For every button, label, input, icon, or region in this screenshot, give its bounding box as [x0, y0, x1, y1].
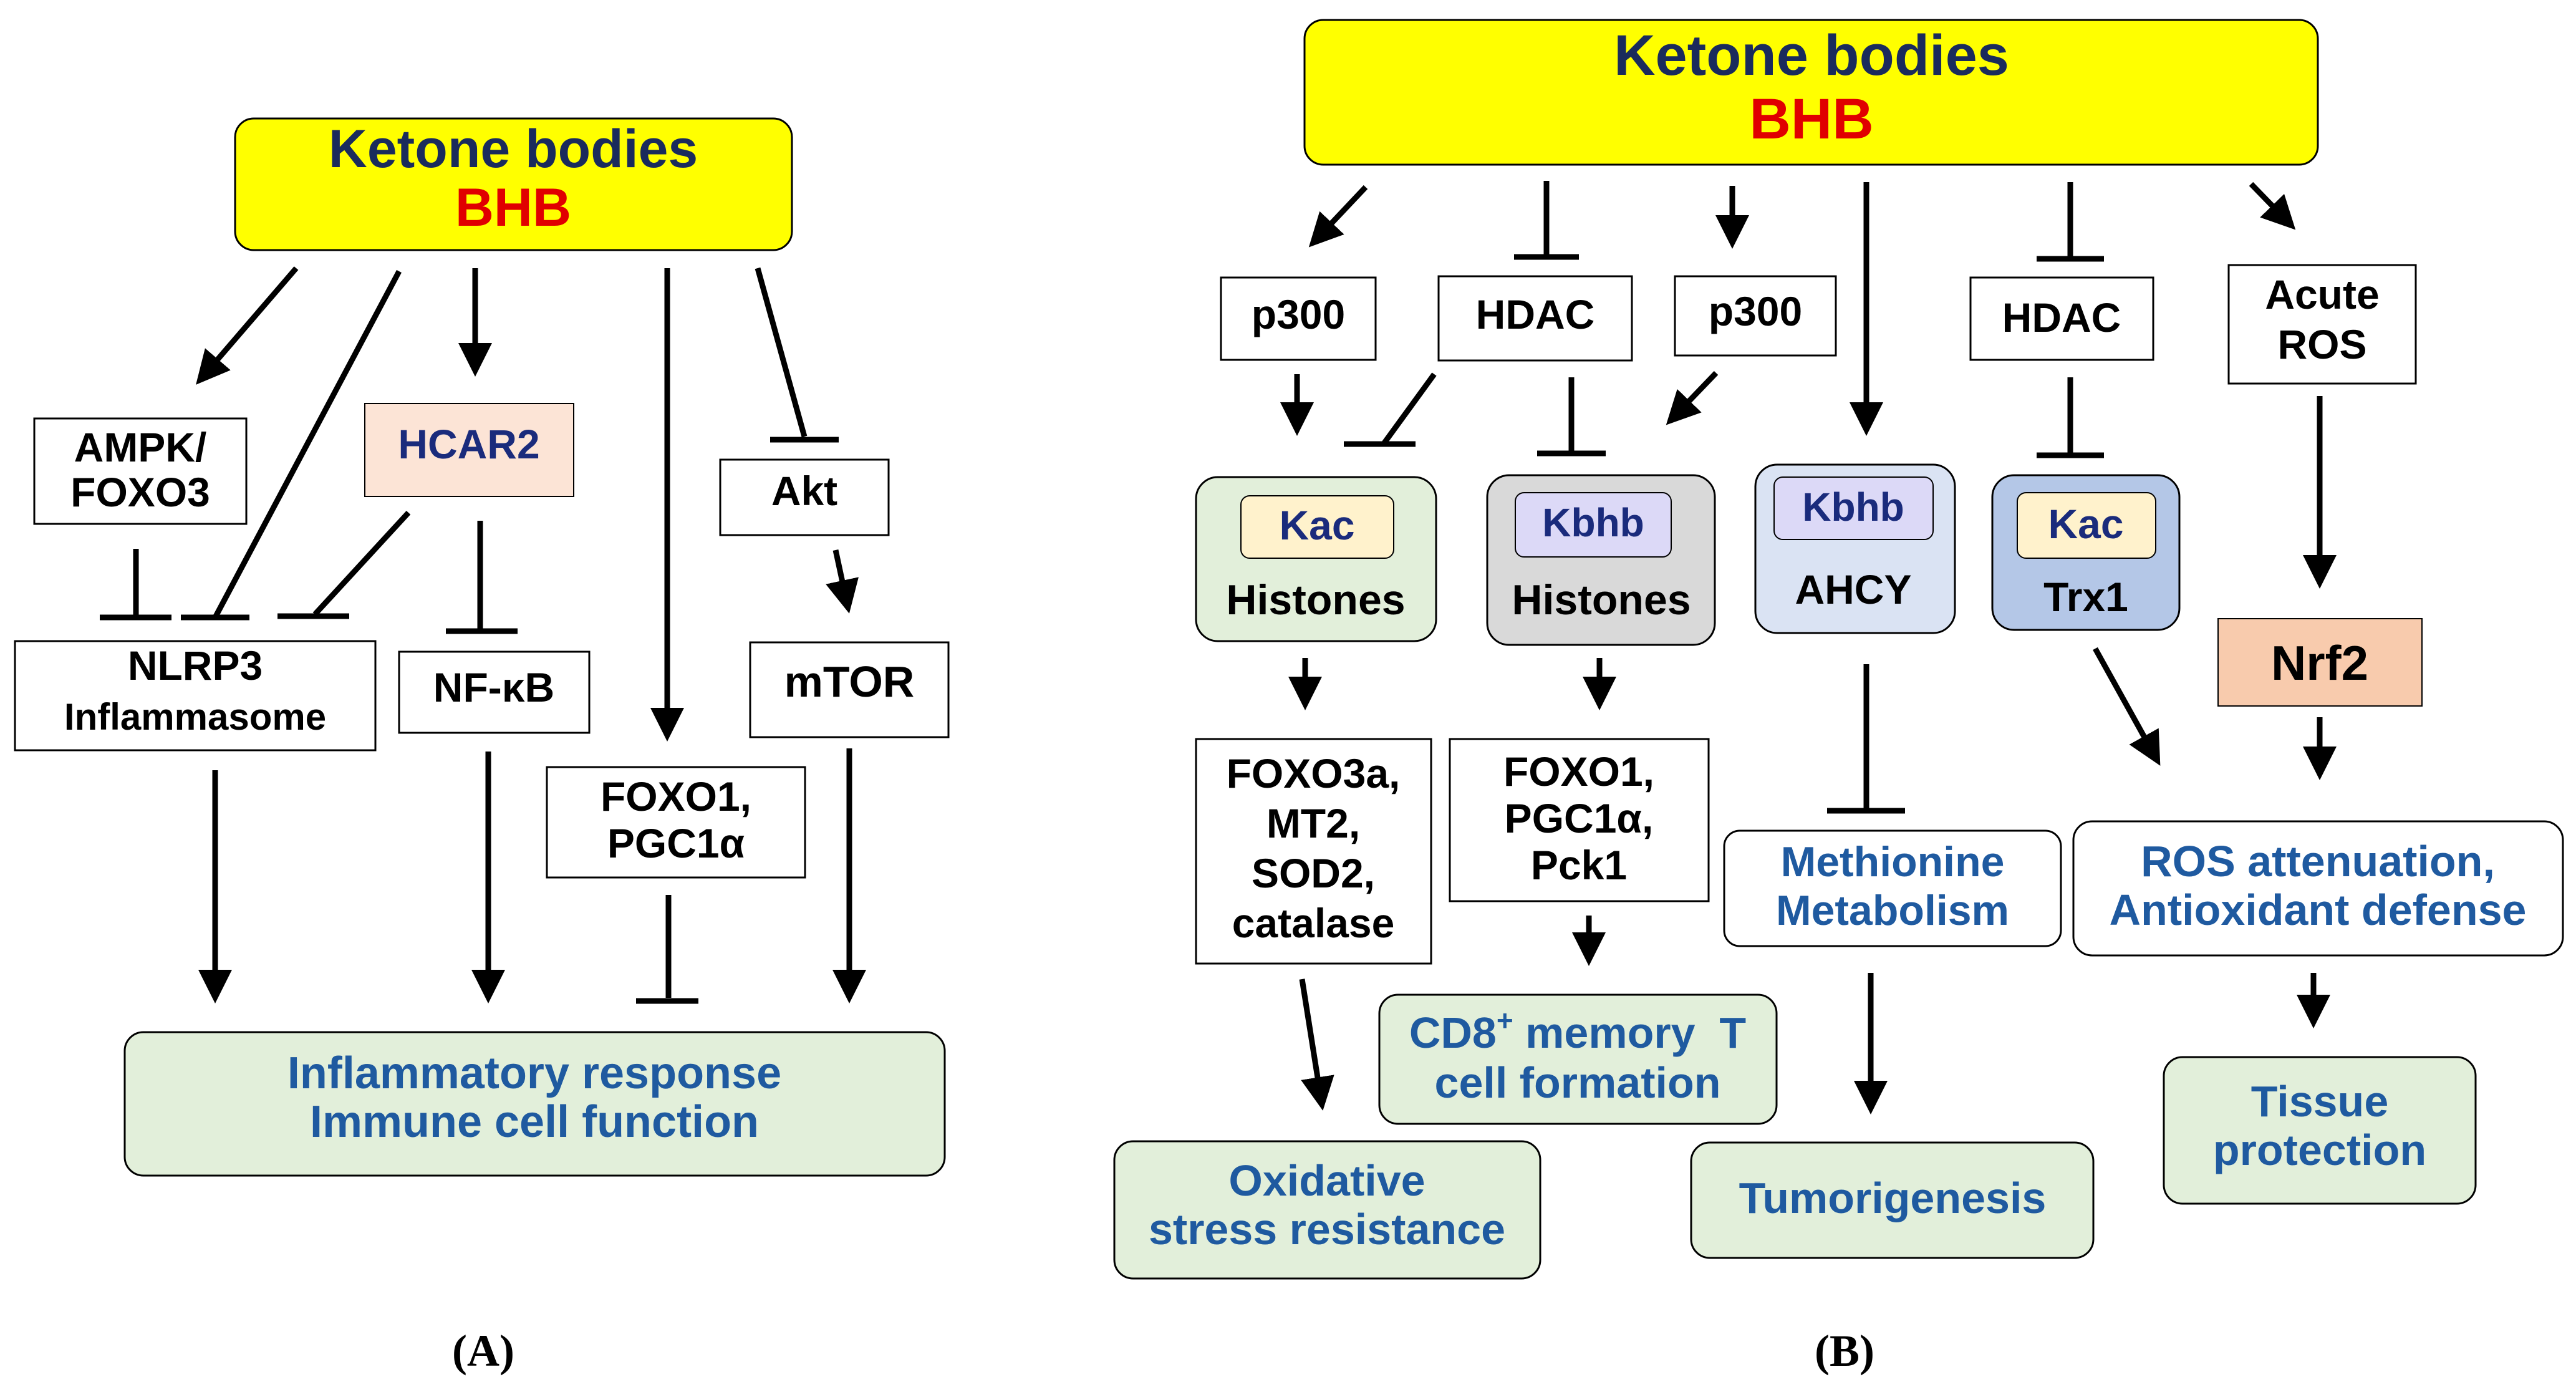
p300-left-node: p300 [1220, 276, 1377, 361]
nrf2-node: Nrf2 [2217, 618, 2423, 707]
edge-hdac-inhibits-kac-histones [1382, 372, 1437, 445]
panel-b-header-title: Ketone bodies [1614, 24, 2009, 87]
panel-b: Ketone bodies BHB p300 HDAC p300 HDAC Ac… [1113, 19, 2564, 1376]
panel-a-label: (A) [452, 1326, 514, 1376]
panel-b-header-node: Ketone bodies BHB [1303, 19, 2319, 166]
cell-formation-label: cell formation [1435, 1058, 1721, 1107]
panel-a: Ketone bodies BHB AMPK/ FOXO3 HCAR2 Akt … [14, 117, 950, 1376]
cd8-line1: CD8+ memory T [1409, 1004, 1746, 1057]
sod2-label: SOD2, [1252, 850, 1375, 896]
panel-b-label: (B) [1815, 1326, 1874, 1376]
edge-bhb-to-p300-left [1308, 185, 1368, 248]
edge-hcar2-inhibits-nlrp3 [312, 510, 411, 617]
pgc1a-b-label: PGC1α, [1505, 795, 1654, 841]
edge-bhb-inhibits-akt [755, 267, 808, 438]
inflammatory-response-label: Inflammatory response [287, 1048, 781, 1098]
panel-b-edges [1280, 181, 2337, 1114]
kbhb-ahcy-node: Kbhb AHCY [1754, 463, 1956, 634]
tissue-label: Tissue [2251, 1077, 2389, 1126]
kac-histones-node: Kac Histones [1195, 476, 1437, 642]
panel-a-header-title: Ketone bodies [329, 119, 698, 179]
mtor-node: mTOR [749, 641, 950, 738]
ampk-label: AMPK/ [74, 424, 207, 470]
kbhb-ahcy-mod: Kbhb [1802, 485, 1904, 529]
catalase-label: catalase [1232, 900, 1395, 946]
edge-trx1-to-ros-attenuation [2093, 647, 2161, 766]
edge-akt-to-mtor [826, 549, 859, 614]
cd8-rest: memory T [1513, 1008, 1746, 1057]
foxo3-label: FOXO3 [70, 469, 210, 515]
panel-b-header-bhb: BHB [1749, 87, 1873, 151]
edge-bhb-to-ampk [196, 266, 299, 385]
p300-right-node: p300 [1674, 275, 1837, 357]
nlrp3-label: NLRP3 [128, 642, 263, 689]
hcar2-label: HCAR2 [398, 421, 539, 467]
nlrp3-node: NLRP3 Inflammasome [14, 640, 377, 752]
kbhb-histones-node: Kbhb Histones [1486, 474, 1716, 646]
foxo1-b-label: FOXO1, [1503, 748, 1654, 795]
mtor-label: mTOR [784, 657, 915, 706]
ros-label: ROS [2277, 321, 2366, 367]
oxidative-stress-node: Oxidative stress resistance [1113, 1140, 1541, 1280]
hdac-left-node: HDAC [1437, 275, 1633, 362]
ros-attenuation-node: ROS attenuation, Antioxidant defense [2072, 820, 2564, 957]
edge-bhb-inhibits-nlrp3 [213, 269, 402, 619]
tumorigenesis-node: Tumorigenesis [1690, 1141, 2095, 1259]
ros-attenuation-label: ROS attenuation, [2141, 837, 2495, 886]
mt2-label: MT2, [1266, 800, 1360, 846]
akt-label: Akt [771, 468, 837, 514]
acute-ros-node: Acute ROS [2227, 264, 2417, 385]
kbhb-ahcy-name: AHCY [1795, 566, 1911, 612]
pgc1a-label: PGC1α [607, 820, 745, 866]
kac-histones-mod: Kac [1279, 502, 1354, 548]
inflammasome-label: Inflammasome [64, 696, 326, 738]
foxo1-label: FOXO1, [601, 773, 751, 819]
oxidative-label: Oxidative [1228, 1156, 1425, 1205]
hdac-right-node: HDAC [1969, 276, 2154, 361]
pck1-label: Pck1 [1531, 842, 1627, 888]
p300-right-label: p300 [1709, 288, 1802, 334]
edge-p300-to-kbhb-histones [1666, 370, 1719, 425]
panel-a-header-node: Ketone bodies BHB [234, 117, 793, 251]
metabolism-label: Metabolism [1776, 887, 2009, 934]
hdac-right-label: HDAC [2002, 294, 2121, 341]
edge-foxo3a-to-oxidative [1299, 979, 1334, 1111]
stress-resistance-label: stress resistance [1149, 1205, 1505, 1254]
cd8-superscript: + [1497, 1004, 1513, 1037]
protection-label: protection [2213, 1126, 2426, 1174]
kbhb-histones-mod: Kbhb [1542, 500, 1644, 545]
foxo3a-targets-node: FOXO3a, MT2, SOD2, catalase [1195, 738, 1432, 965]
edge-bhb-to-acute-ros [2249, 181, 2296, 230]
kac-trx1-mod: Kac [2048, 501, 2123, 547]
nrf2-label: Nrf2 [2271, 636, 2368, 690]
nfkb-node: NF-κB [398, 650, 591, 734]
acute-label: Acute [2265, 271, 2379, 317]
tumorigenesis-label: Tumorigenesis [1739, 1174, 2047, 1222]
methionine-metabolism-node: Methionine Metabolism [1723, 829, 2062, 947]
cd8-prefix: CD8 [1409, 1008, 1497, 1057]
methionine-label: Methionine [1781, 838, 2005, 886]
hcar2-node: HCAR2 [364, 403, 574, 497]
inflammatory-outcome-node: Inflammatory response Immune cell functi… [123, 1031, 946, 1177]
antioxidant-defense-label: Antioxidant defense [2110, 886, 2527, 934]
tissue-protection-node: Tissue protection [2163, 1056, 2477, 1205]
cd8-memory-t-node: CD8+ memory T cell formation [1378, 993, 1778, 1125]
hdac-left-label: HDAC [1476, 291, 1595, 337]
kbhb-histones-name: Histones [1512, 576, 1691, 624]
akt-node: Akt [719, 458, 890, 536]
immune-cell-function-label: Immune cell function [310, 1097, 759, 1147]
kac-trx1-name: Trx1 [2043, 574, 2128, 620]
panel-a-header-bhb: BHB [455, 178, 571, 238]
foxo1-targets-node: FOXO1, PGC1α, Pck1 [1449, 738, 1710, 902]
ampk-foxo3-node: AMPK/ FOXO3 [33, 417, 248, 525]
panel-a-edges [100, 266, 866, 1004]
foxo1-pgc1a-node: FOXO1, PGC1α [546, 766, 806, 879]
foxo3a-label: FOXO3a, [1227, 750, 1401, 796]
p300-left-label: p300 [1252, 291, 1345, 337]
kac-trx1-node: Kac Trx1 [1991, 474, 2181, 631]
nfkb-label: NF-κB [433, 664, 554, 710]
kac-histones-name: Histones [1226, 576, 1405, 624]
